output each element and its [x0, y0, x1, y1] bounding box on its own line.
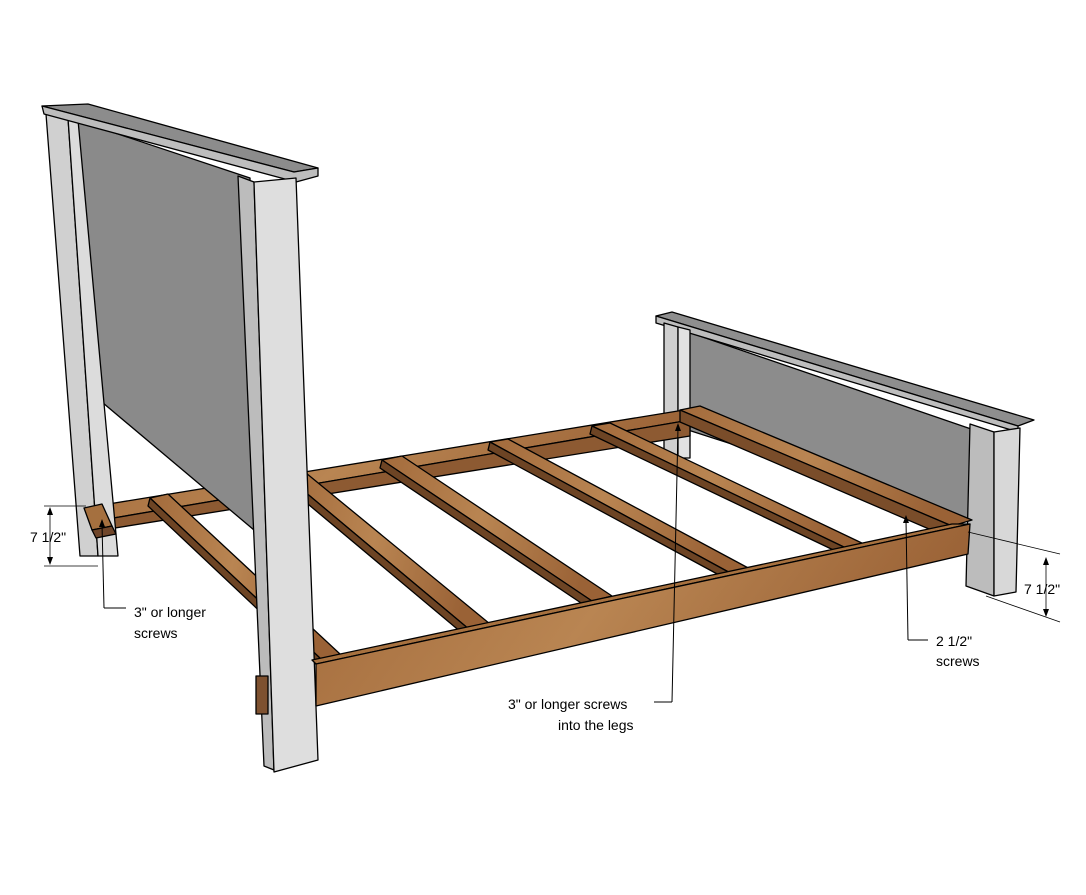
center-screws-line2: into the legs — [558, 717, 634, 733]
right-height-dimension: 7 1/2" — [967, 531, 1060, 623]
cleat-block — [255, 675, 269, 715]
head-end-rail — [83, 503, 117, 539]
footboard-post-right-side — [965, 423, 995, 597]
headboard — [41, 103, 319, 773]
right-screws-line1: 2 1/2" — [936, 633, 972, 649]
left-height-label: 7 1/2" — [30, 529, 66, 545]
near-side-rail — [311, 523, 971, 707]
headboard-cap-front — [41, 105, 319, 183]
left-screws-line2: screws — [134, 625, 178, 641]
footboard — [655, 311, 1035, 597]
center-screws-line1: 3" or longer screws — [508, 696, 627, 712]
left-screws-callout: 3" or longer screws — [99, 519, 206, 641]
left-height-dimension: 7 1/2" — [30, 505, 98, 567]
footboard-post-right — [993, 427, 1021, 597]
foot-end-rail — [679, 405, 973, 539]
left-screws-line1: 3" or longer — [134, 604, 206, 620]
right-screws-line2: screws — [936, 653, 980, 669]
center-screws-callout: 3" or longer screws into the legs — [508, 423, 681, 733]
right-height-label: 7 1/2" — [1024, 581, 1060, 597]
right-screws-callout: 2 1/2" screws — [903, 515, 980, 669]
footboard-post-left-side — [677, 326, 691, 459]
headboard-post-right — [253, 177, 319, 773]
